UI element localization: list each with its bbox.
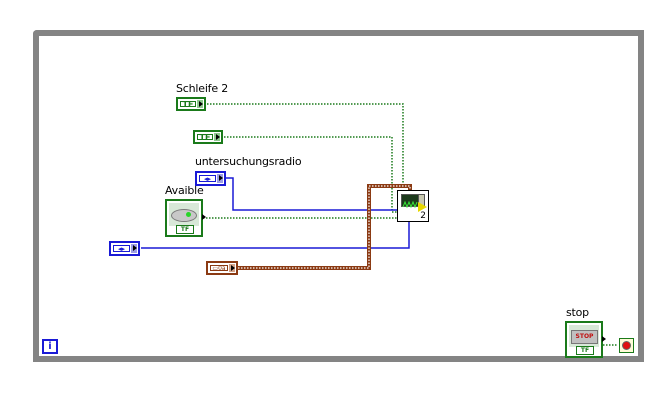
enum-icon: ◂▸ (113, 245, 130, 253)
led-light-icon (186, 212, 191, 217)
while-loop-frame-top[interactable] (33, 30, 644, 36)
output-arrow-icon (202, 214, 206, 220)
tf-text: TF (576, 346, 594, 355)
terminal-avaible-led[interactable]: TF (165, 199, 206, 237)
wire-enum-lower[interactable] (141, 222, 410, 249)
iteration-terminal[interactable]: i (42, 339, 58, 354)
output-arrow-icon (197, 100, 203, 108)
led-icon (171, 209, 197, 222)
subvi-waveform-node[interactable]: 2 (397, 190, 429, 222)
wire-refnum[interactable] (238, 184, 412, 270)
wire-untersuchungsradio[interactable] (226, 177, 398, 211)
terminal-refnum[interactable]: ▭0a (206, 261, 238, 275)
output-arrow-icon (131, 244, 137, 253)
tf-text: TF (197, 134, 213, 142)
terminal-bool-2[interactable]: TF (193, 130, 223, 144)
terminal-untersuchungsradio[interactable]: ◂▸ (195, 171, 226, 186)
tf-text: TF (180, 101, 196, 109)
stop-if-true-icon (622, 341, 631, 350)
loop-condition-terminal[interactable] (619, 338, 634, 353)
output-arrow-icon (229, 264, 235, 272)
wire-schleife2[interactable] (207, 103, 404, 188)
terminal-enum-lower[interactable]: ◂▸ (109, 241, 140, 256)
while-loop-frame-right[interactable] (638, 30, 644, 362)
output-arrow-icon (214, 133, 220, 141)
enum-icon: ◂▸ (199, 175, 216, 183)
output-triangle-icon (418, 202, 427, 212)
label-stop: stop (566, 306, 589, 319)
stop-button-icon: STOP (571, 330, 598, 344)
terminal-stop-button[interactable]: STOP TF (565, 321, 606, 358)
while-loop-frame-bottom[interactable] (33, 356, 644, 362)
tf-text: TF (176, 225, 194, 234)
refnum-icon: ▭0a (210, 265, 228, 272)
label-schleife2: Schleife 2 (176, 82, 229, 95)
while-loop-frame-left[interactable] (33, 30, 39, 362)
wire-bool-2[interactable] (224, 136, 398, 213)
label-untersuchungsradio: untersuchungsradio (195, 155, 302, 168)
output-arrow-icon (217, 174, 223, 183)
terminal-schleife2[interactable]: TF (176, 97, 206, 111)
label-avaible: Avaible (165, 184, 204, 197)
output-arrow-icon (602, 336, 606, 342)
subvi-suffix: 2 (420, 211, 426, 221)
